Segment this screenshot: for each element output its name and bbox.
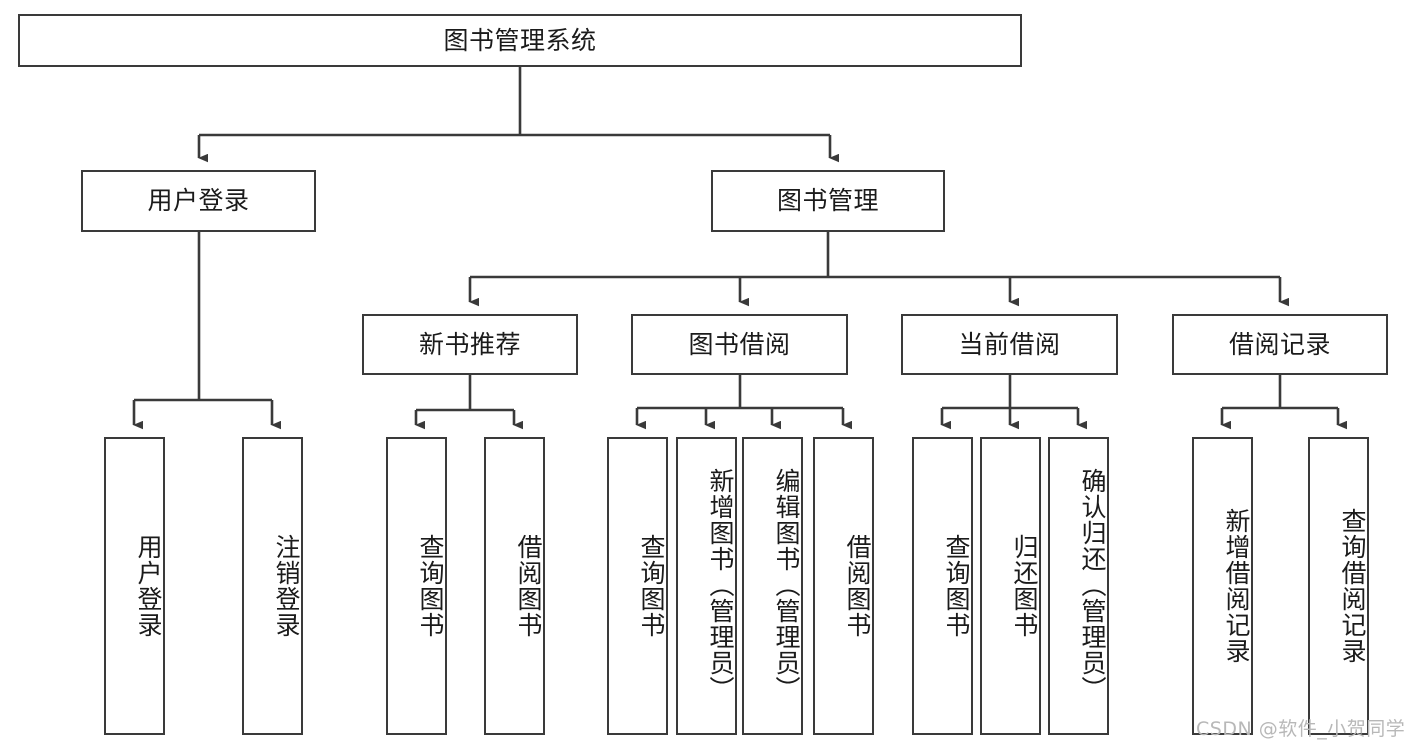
node-leaf-confirm-return[interactable]: 确认归还（管理员）: [1048, 437, 1109, 735]
node-leaf-query-record[interactable]: 查询借阅记录: [1308, 437, 1369, 735]
node-leaf-query-book-1[interactable]: 查询图书: [386, 437, 447, 735]
node-root-system[interactable]: 图书管理系统: [18, 14, 1022, 67]
node-new-book-recommend[interactable]: 新书推荐: [362, 314, 578, 375]
node-label: 用户登录: [147, 186, 250, 216]
node-label: 查询图书: [942, 534, 971, 638]
node-label: 查询图书: [416, 534, 445, 638]
node-label: 当前借阅: [958, 329, 1061, 359]
node-label: 借阅图书: [514, 534, 543, 638]
node-book-management[interactable]: 图书管理: [711, 170, 945, 232]
node-label: 用户登录: [134, 534, 163, 638]
node-user-login[interactable]: 用户登录: [81, 170, 316, 232]
node-leaf-edit-book[interactable]: 编辑图书（管理员）: [742, 437, 803, 735]
node-label: 新书推荐: [418, 329, 521, 359]
node-leaf-query-book-2[interactable]: 查询图书: [607, 437, 668, 735]
node-leaf-borrow-book-2[interactable]: 借阅图书: [813, 437, 874, 735]
node-label: 借阅记录: [1228, 329, 1331, 359]
node-current-borrow[interactable]: 当前借阅: [901, 314, 1118, 375]
node-label: 编辑图书（管理员）: [772, 468, 801, 702]
node-leaf-user-login[interactable]: 用户登录: [104, 437, 165, 735]
node-label: 图书借阅: [688, 329, 791, 359]
node-label: 归还图书: [1010, 534, 1039, 638]
node-leaf-borrow-book-1[interactable]: 借阅图书: [484, 437, 545, 735]
node-label: 注销登录: [272, 534, 301, 638]
node-leaf-add-book[interactable]: 新增图书（管理员）: [676, 437, 737, 735]
node-label: 确认归还（管理员）: [1078, 468, 1107, 702]
node-label: 图书管理: [776, 186, 879, 216]
node-leaf-logout-login[interactable]: 注销登录: [242, 437, 303, 735]
watermark-credit: CSDN @软件_小贺同学: [1196, 718, 1405, 740]
node-leaf-return-book[interactable]: 归还图书: [980, 437, 1041, 735]
node-label: 查询图书: [637, 534, 666, 638]
node-label: 借阅图书: [843, 534, 872, 638]
node-label: 查询借阅记录: [1338, 508, 1367, 664]
node-leaf-query-book-3[interactable]: 查询图书: [912, 437, 973, 735]
node-label: 图书管理系统: [443, 25, 597, 55]
node-borrow-record[interactable]: 借阅记录: [1172, 314, 1388, 375]
node-leaf-add-record[interactable]: 新增借阅记录: [1192, 437, 1253, 735]
node-book-borrow[interactable]: 图书借阅: [631, 314, 848, 375]
node-label: 新增借阅记录: [1222, 508, 1251, 664]
node-label: 新增图书（管理员）: [706, 468, 735, 702]
